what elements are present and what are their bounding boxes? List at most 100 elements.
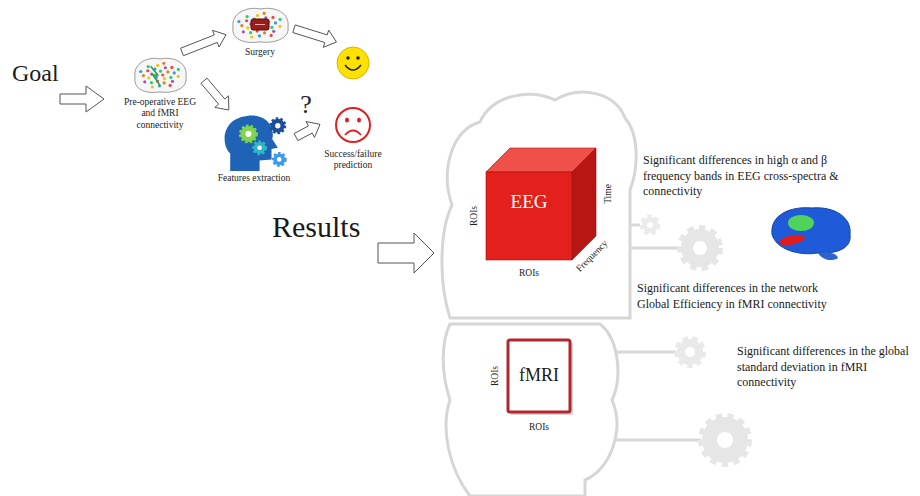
brain-dot	[166, 70, 169, 73]
gear-icon	[642, 217, 658, 233]
axis-label: Time	[603, 184, 613, 204]
brain-dot	[245, 19, 248, 22]
node-icon	[229, 5, 291, 45]
brain-dot	[278, 18, 281, 21]
finding-note: Significant differences in the global st…	[737, 344, 912, 391]
brain-dot	[177, 75, 180, 78]
face-eye	[356, 56, 360, 60]
brain-dot	[169, 84, 172, 87]
node-icon	[131, 55, 189, 95]
face-eye	[357, 117, 361, 122]
face-mouth	[345, 65, 361, 70]
cube-node: EEGROIsROIsTimeFrequency	[462, 132, 622, 304]
brain-dot	[139, 70, 142, 73]
brain-icon	[135, 58, 186, 92]
brain-dot	[246, 26, 249, 29]
circuit-trace	[630, 224, 640, 227]
brain-dot	[163, 77, 166, 80]
circuit-trace	[614, 439, 701, 442]
brain-dot	[161, 73, 164, 76]
goal-arrow	[60, 86, 104, 112]
brain-dot	[162, 62, 165, 65]
brain-icon	[772, 208, 850, 254]
icon-node: Features extraction	[212, 110, 296, 187]
circuit-trace	[630, 247, 678, 250]
brain-dot	[170, 66, 173, 69]
brain-dot	[270, 26, 273, 29]
brain-dot	[173, 71, 176, 74]
icon-node: Surgery	[226, 2, 294, 61]
brain-dot	[150, 81, 153, 84]
block-arrow	[294, 122, 320, 141]
node-caption: Surgery	[229, 47, 291, 58]
brain-dot	[272, 30, 275, 33]
circuit-trace	[614, 351, 676, 354]
brain-dot	[143, 80, 146, 83]
axis-label: ROIs	[490, 366, 500, 386]
matrix-title: fMRI	[519, 366, 559, 386]
cube-title: EEG	[511, 192, 548, 213]
axis-label: ROIs	[519, 268, 539, 278]
gear-icon	[702, 417, 748, 463]
brain-dot	[164, 66, 167, 69]
brain-dot	[278, 25, 281, 28]
brain-dot	[146, 69, 149, 72]
face-eye	[346, 56, 350, 60]
gear-icon	[254, 142, 266, 154]
surgery-mark	[251, 19, 269, 30]
brain-lobe	[443, 324, 618, 496]
node-caption: Success/failure prediction	[323, 149, 383, 172]
node-icon	[219, 113, 289, 171]
brain-dot	[271, 16, 274, 19]
axis-label: ROIs	[529, 422, 549, 432]
matrix-outline	[508, 340, 570, 412]
brain-dot	[163, 81, 166, 84]
block-arrow	[293, 25, 337, 47]
brain-dot	[142, 74, 145, 77]
brain-dot	[263, 31, 266, 34]
sad-face	[336, 108, 370, 142]
brain-dot	[249, 31, 252, 34]
brain-dot	[159, 70, 162, 73]
finding-note: Significant differences in the network G…	[637, 281, 827, 312]
brain-dot	[263, 12, 266, 15]
brain-dot	[270, 34, 273, 37]
brain-dot	[147, 76, 150, 79]
brain-dot	[171, 80, 174, 83]
brain-dot	[274, 21, 277, 24]
brain-dot	[237, 20, 240, 23]
gear-hole	[275, 123, 280, 128]
gear-hole	[647, 222, 653, 228]
surgery-mark	[255, 24, 265, 25]
brain-dot	[246, 15, 249, 18]
gear-hole	[717, 432, 733, 448]
brain-icon	[818, 253, 838, 261]
axis-label: ROIs	[469, 206, 479, 226]
icon-node: Success/failure prediction	[320, 42, 386, 175]
brain-icon	[233, 8, 288, 42]
gear-hole	[245, 131, 251, 137]
face-mouth	[345, 131, 361, 136]
gear-icon	[681, 229, 719, 267]
block-arrow	[181, 30, 226, 55]
matrix-box: fMRIROIsROIs	[480, 334, 584, 438]
brain-dot	[169, 76, 172, 79]
gear-hole	[277, 157, 282, 162]
section-heading: Results	[272, 210, 360, 245]
brain-region	[788, 215, 814, 231]
brain-dot	[151, 85, 154, 88]
brain-dot	[250, 35, 253, 38]
node-caption: Features extraction	[215, 173, 293, 184]
smiley-face	[337, 47, 369, 79]
gear-hole	[257, 146, 262, 151]
brain-dot	[258, 34, 261, 37]
gear-icon	[273, 153, 285, 165]
brain-dot	[147, 65, 150, 68]
node-shape	[462, 132, 622, 304]
brain-dot	[256, 14, 259, 17]
brain-region	[778, 233, 805, 247]
spike-mark	[151, 66, 160, 85]
brain-lobe	[442, 92, 636, 318]
face-eye	[345, 117, 349, 122]
gear-hole	[693, 241, 707, 255]
